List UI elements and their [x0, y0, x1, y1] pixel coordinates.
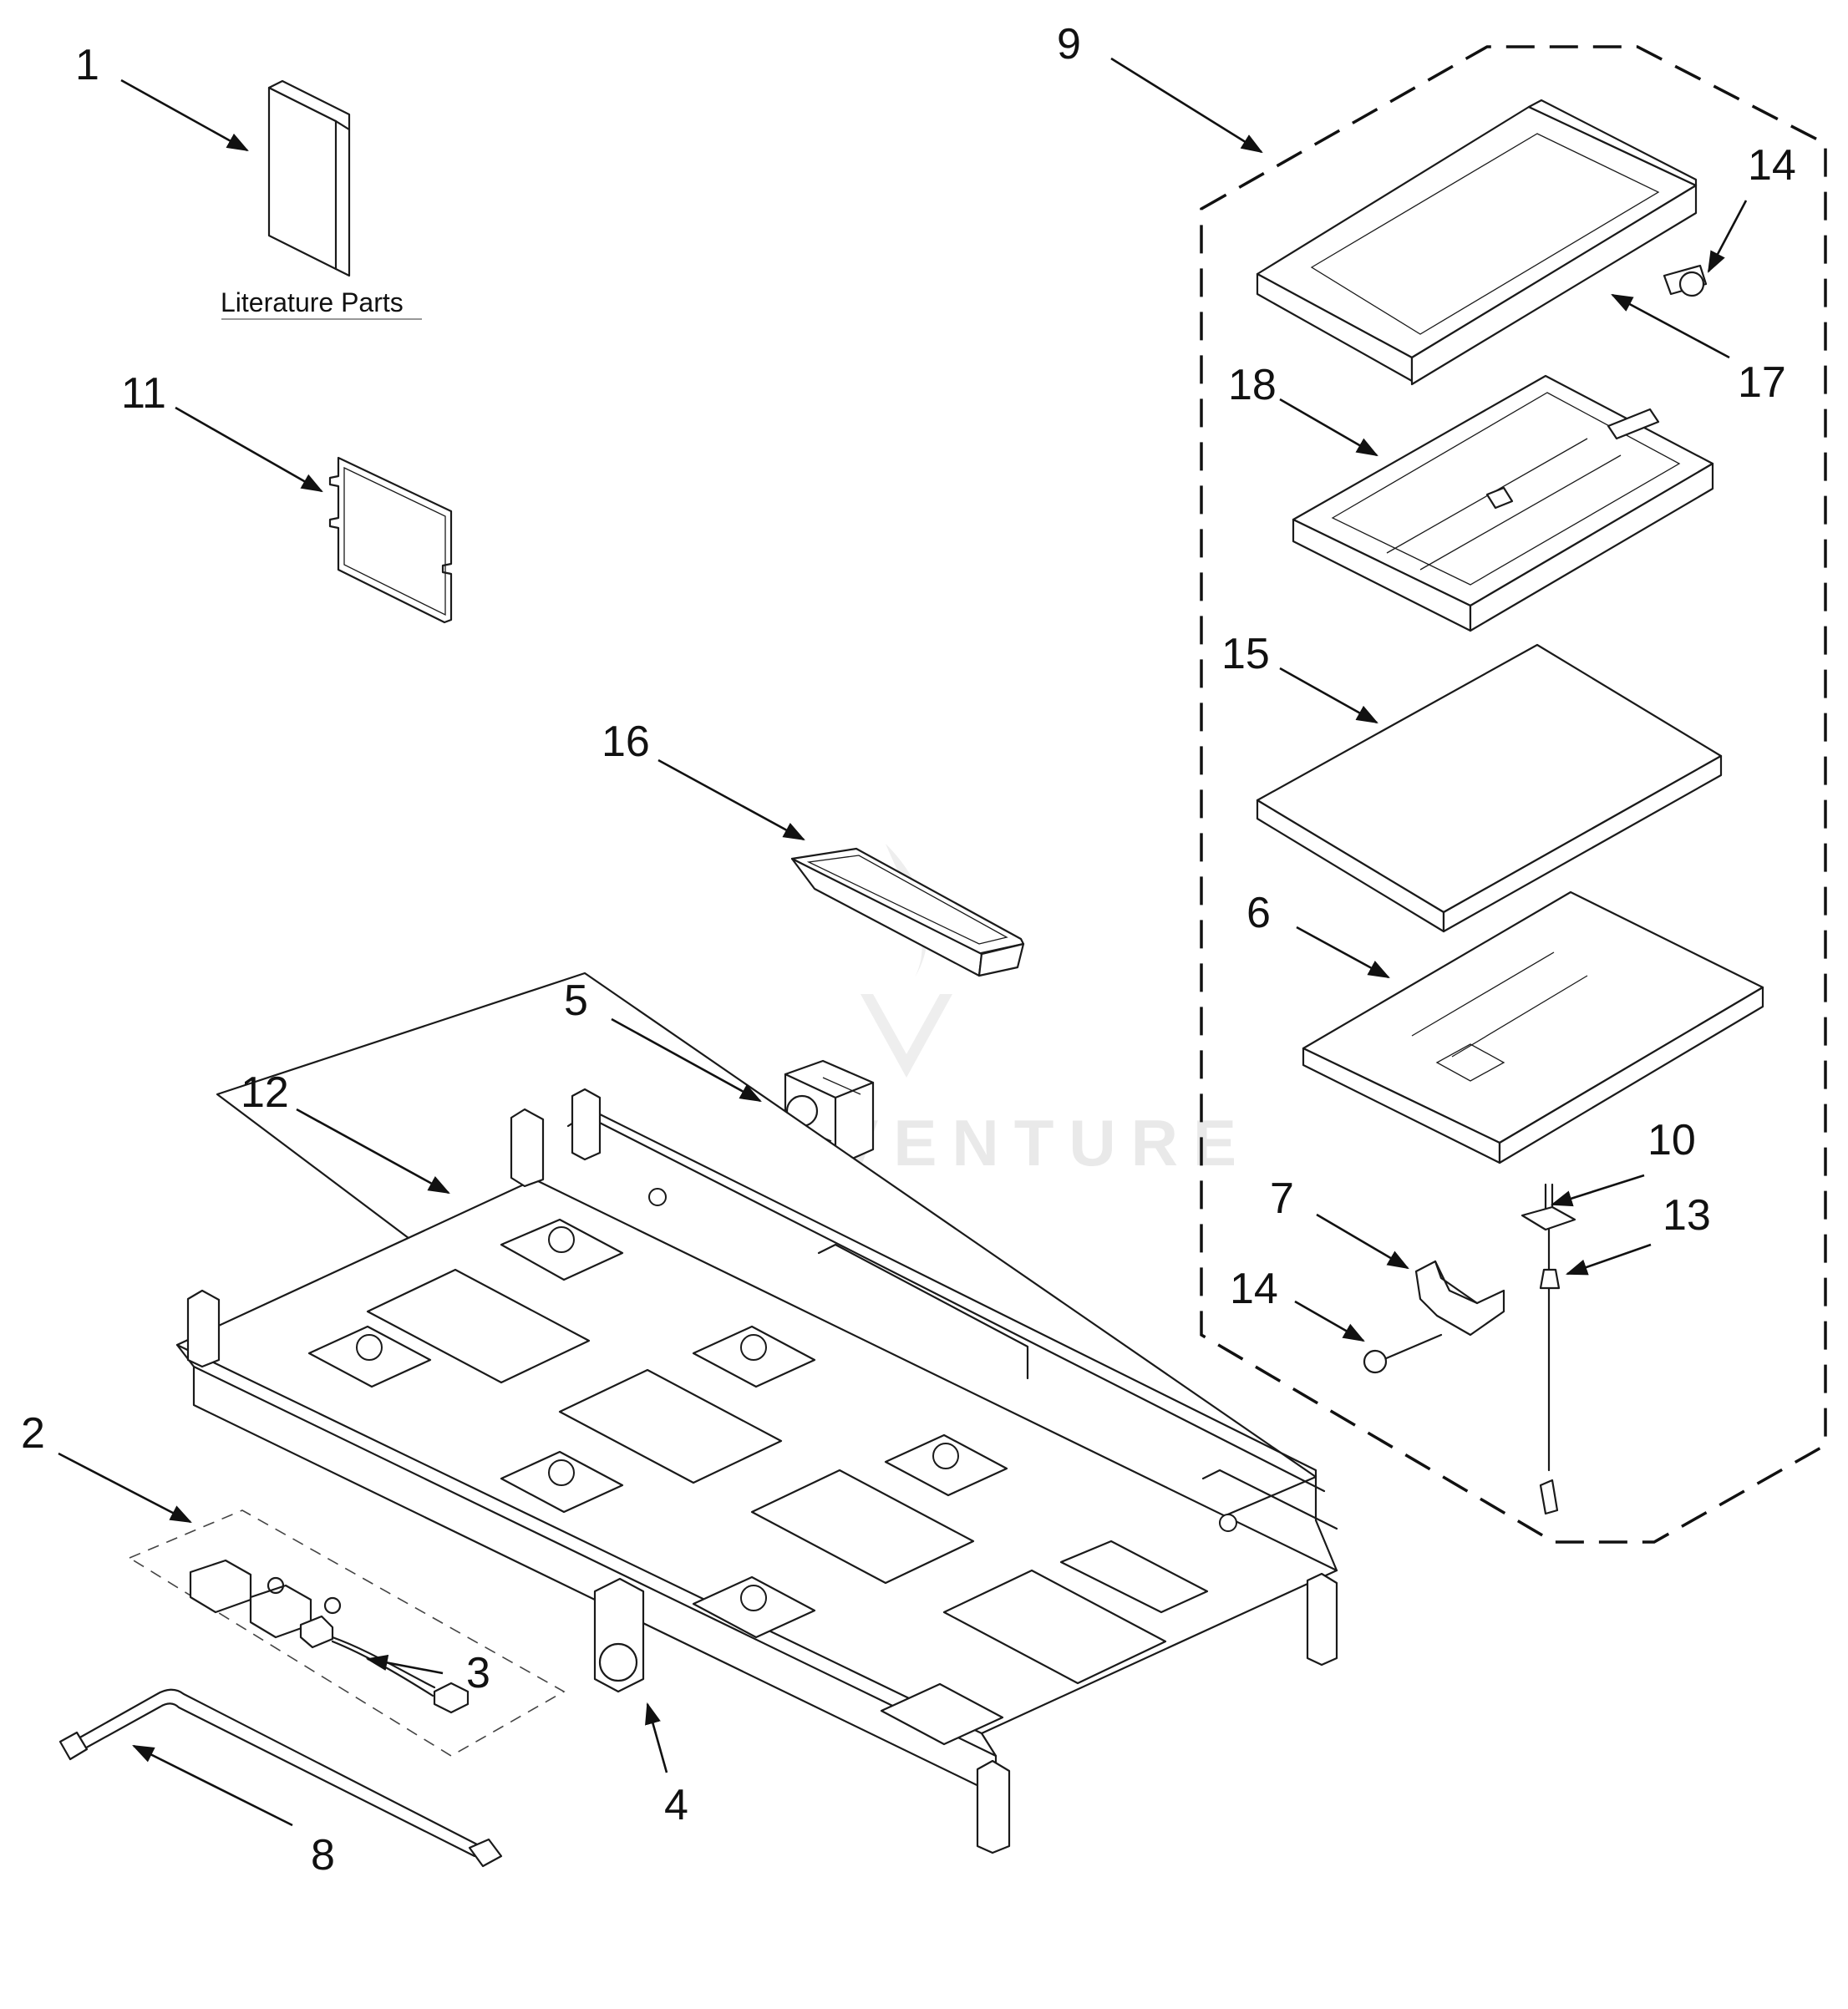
- part-16-tray: [790, 847, 1025, 977]
- callout-3: 3: [466, 1649, 490, 1697]
- callout-7: 7: [1270, 1174, 1294, 1223]
- callout-11: 11: [121, 369, 166, 418]
- callout-14-top: 14: [1748, 141, 1796, 190]
- part-10-13-probe: [1521, 1183, 1576, 1515]
- callout-4: 4: [664, 1781, 688, 1829]
- part-12-base-pan: [175, 972, 1338, 1854]
- part-7-bracket: [1414, 1260, 1505, 1337]
- callout-15: 15: [1221, 630, 1270, 678]
- part-15-insulation: [1256, 643, 1723, 933]
- part-14-screw-top: [1663, 264, 1708, 297]
- part-literature: [221, 79, 422, 320]
- literature-caption: Literature Parts: [221, 287, 404, 317]
- part-8-tube: [58, 1688, 503, 1868]
- callout-6: 6: [1246, 889, 1271, 937]
- part-18-element-frame: [1292, 374, 1714, 632]
- part-2-valves: [128, 1509, 566, 1757]
- callout-5: 5: [564, 977, 588, 1025]
- callout-17: 17: [1738, 358, 1786, 407]
- callout-2: 2: [21, 1409, 45, 1458]
- callout-13: 13: [1663, 1191, 1711, 1240]
- part-14-screw-bottom: [1363, 1333, 1443, 1374]
- callout-18: 18: [1228, 361, 1277, 409]
- callout-1: 1: [75, 41, 99, 89]
- callout-10: 10: [1647, 1116, 1696, 1164]
- part-17-griddle: [1256, 99, 1698, 386]
- callout-14-bottom: 14: [1230, 1265, 1278, 1313]
- callout-arrows: [58, 57, 1748, 1827]
- callout-8: 8: [311, 1831, 335, 1880]
- part-6-pan: [1302, 890, 1764, 1164]
- callout-12: 12: [241, 1068, 289, 1117]
- callout-16: 16: [602, 718, 650, 766]
- callout-labels: 1 9 14 17 18 11 15 16 6 5 12 10 7 13 14 …: [21, 20, 1796, 1880]
- part-11-panel: [328, 456, 453, 624]
- callout-9: 9: [1057, 20, 1081, 68]
